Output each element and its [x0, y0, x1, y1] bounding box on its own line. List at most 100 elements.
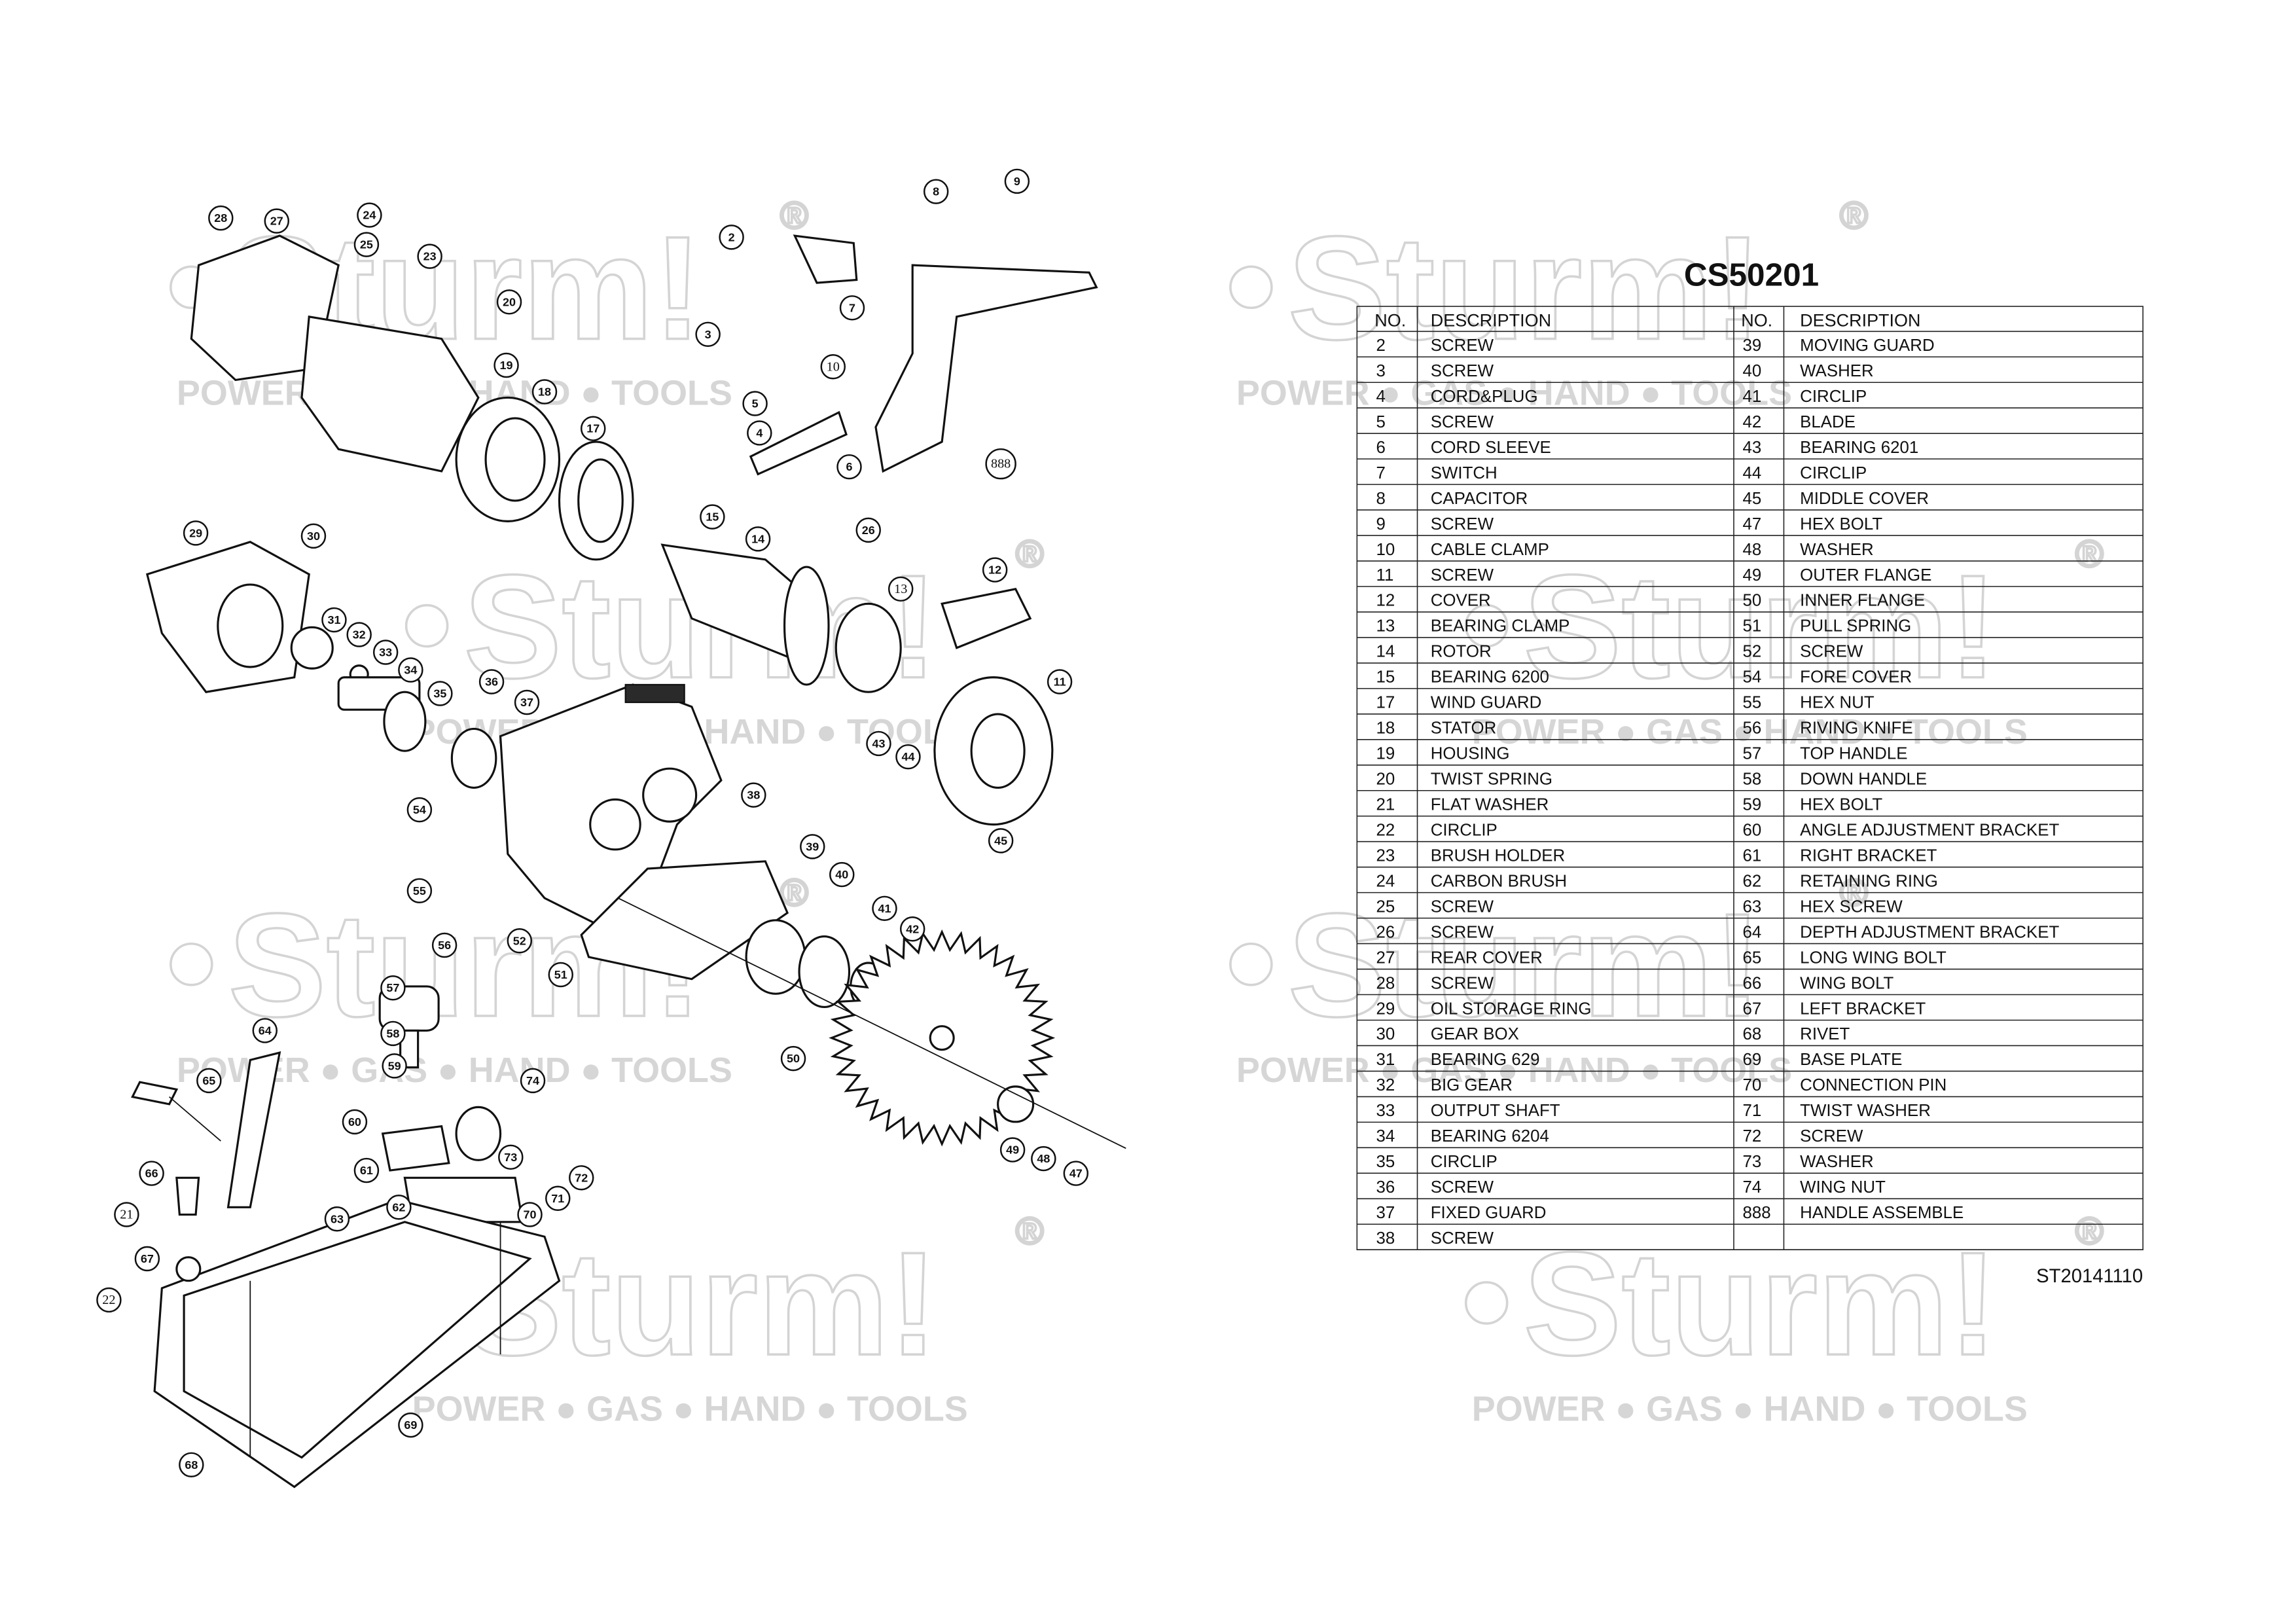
part-number: 69 — [1742, 1051, 1761, 1069]
part-number: 52 — [1742, 643, 1761, 661]
part-description: SCREW — [1431, 1178, 1494, 1197]
part-description: CARBON BRUSH — [1431, 872, 1567, 890]
part-description: MOVING GUARD — [1800, 336, 1934, 355]
svg-text:31: 31 — [327, 613, 340, 626]
svg-text:69: 69 — [404, 1418, 417, 1432]
part-number: 74 — [1742, 1178, 1761, 1197]
part-description: DOWN HANDLE — [1800, 770, 1927, 789]
svg-text:54: 54 — [413, 803, 426, 816]
svg-text:74: 74 — [526, 1074, 539, 1087]
svg-text:41: 41 — [878, 902, 891, 915]
part-description: PULL SPRING — [1800, 617, 1911, 636]
part-description: BEARING CLAMP — [1431, 617, 1570, 636]
callout-24: 24 — [357, 202, 382, 228]
part-number: 33 — [1376, 1102, 1395, 1120]
svg-text:21: 21 — [120, 1208, 133, 1222]
callout-42: 42 — [899, 916, 925, 942]
part-number: 42 — [1742, 413, 1761, 431]
part-number: 73 — [1742, 1153, 1761, 1171]
saw-blade — [829, 929, 1056, 1147]
part-description: ANGLE ADJUSTMENT BRACKET — [1800, 821, 2059, 839]
watermark-registered: ® — [1016, 1210, 1044, 1252]
part-description: BRUSH HOLDER — [1431, 846, 1565, 865]
part-number: 72 — [1742, 1127, 1761, 1146]
part-number: 6 — [1376, 439, 1386, 457]
callout-71: 71 — [545, 1185, 571, 1212]
part-description: CAPACITOR — [1431, 490, 1528, 508]
svg-text:72: 72 — [575, 1171, 588, 1184]
part-description: HEX NUT — [1800, 694, 1874, 712]
callout-36: 36 — [478, 669, 505, 695]
callout-56: 56 — [431, 932, 457, 958]
svg-text:38: 38 — [747, 789, 760, 802]
part-description: RIGHT BRACKET — [1800, 846, 1937, 865]
callout-73: 73 — [498, 1144, 524, 1170]
part-number: 25 — [1376, 897, 1395, 916]
svg-text:13: 13 — [894, 582, 907, 596]
svg-text:27: 27 — [270, 215, 283, 228]
svg-text:24: 24 — [363, 209, 376, 222]
part-description: BLADE — [1800, 413, 1856, 431]
watermark-circle — [1229, 265, 1273, 310]
svg-text:17: 17 — [586, 422, 600, 435]
svg-text:49: 49 — [1006, 1144, 1019, 1157]
part-number: 66 — [1742, 974, 1761, 992]
part-number: 10 — [1376, 541, 1395, 559]
svg-text:50: 50 — [787, 1052, 800, 1065]
callout-13: 13 — [888, 576, 914, 602]
callout-31: 31 — [321, 607, 347, 633]
svg-text:39: 39 — [806, 840, 819, 853]
callout-17: 17 — [581, 416, 606, 441]
svg-text:11: 11 — [1054, 675, 1066, 688]
svg-text:22: 22 — [102, 1293, 115, 1307]
svg-text:61: 61 — [360, 1164, 373, 1177]
callout-2: 2 — [719, 225, 744, 250]
svg-text:64: 64 — [259, 1024, 272, 1037]
part-number: 47 — [1742, 515, 1761, 533]
part-number: 54 — [1742, 668, 1761, 687]
watermark-circle — [1229, 942, 1273, 986]
svg-text:5: 5 — [752, 397, 759, 410]
callout-62: 62 — [386, 1195, 412, 1220]
part-description: HEX BOLT — [1800, 515, 1882, 533]
svg-text:25: 25 — [360, 238, 373, 251]
part-number: 14 — [1376, 643, 1395, 661]
callout-49: 49 — [999, 1137, 1026, 1163]
part-number: 68 — [1742, 1025, 1761, 1043]
callout-30: 30 — [300, 523, 327, 549]
part-description: BEARING 6204 — [1431, 1127, 1549, 1146]
watermark-circle — [1464, 1281, 1509, 1325]
watermark-registered: ® — [780, 194, 808, 237]
callout-9: 9 — [1004, 168, 1030, 194]
table-row: 42 BLADE — [1742, 413, 1856, 431]
part-number: 37 — [1376, 1204, 1395, 1222]
part-description: HANDLE ASSEMBLE — [1800, 1204, 1964, 1222]
part-description: WING NUT — [1800, 1178, 1886, 1197]
part-number: 36 — [1376, 1178, 1395, 1197]
part-description: CIRCLIP — [1431, 821, 1498, 839]
svg-text:20: 20 — [503, 295, 516, 308]
part-description: DEPTH ADJUSTMENT BRACKET — [1800, 923, 2059, 941]
part-description: RETAINING RING — [1800, 872, 1938, 890]
part-description: CORD&PLUG — [1431, 388, 1538, 406]
callout-65: 65 — [196, 1068, 222, 1094]
watermark-registered: ® — [2075, 1210, 2104, 1252]
callout-15: 15 — [700, 504, 725, 530]
part-description: BEARING 629 — [1431, 1051, 1540, 1069]
part-description: BIG GEAR — [1431, 1076, 1513, 1094]
